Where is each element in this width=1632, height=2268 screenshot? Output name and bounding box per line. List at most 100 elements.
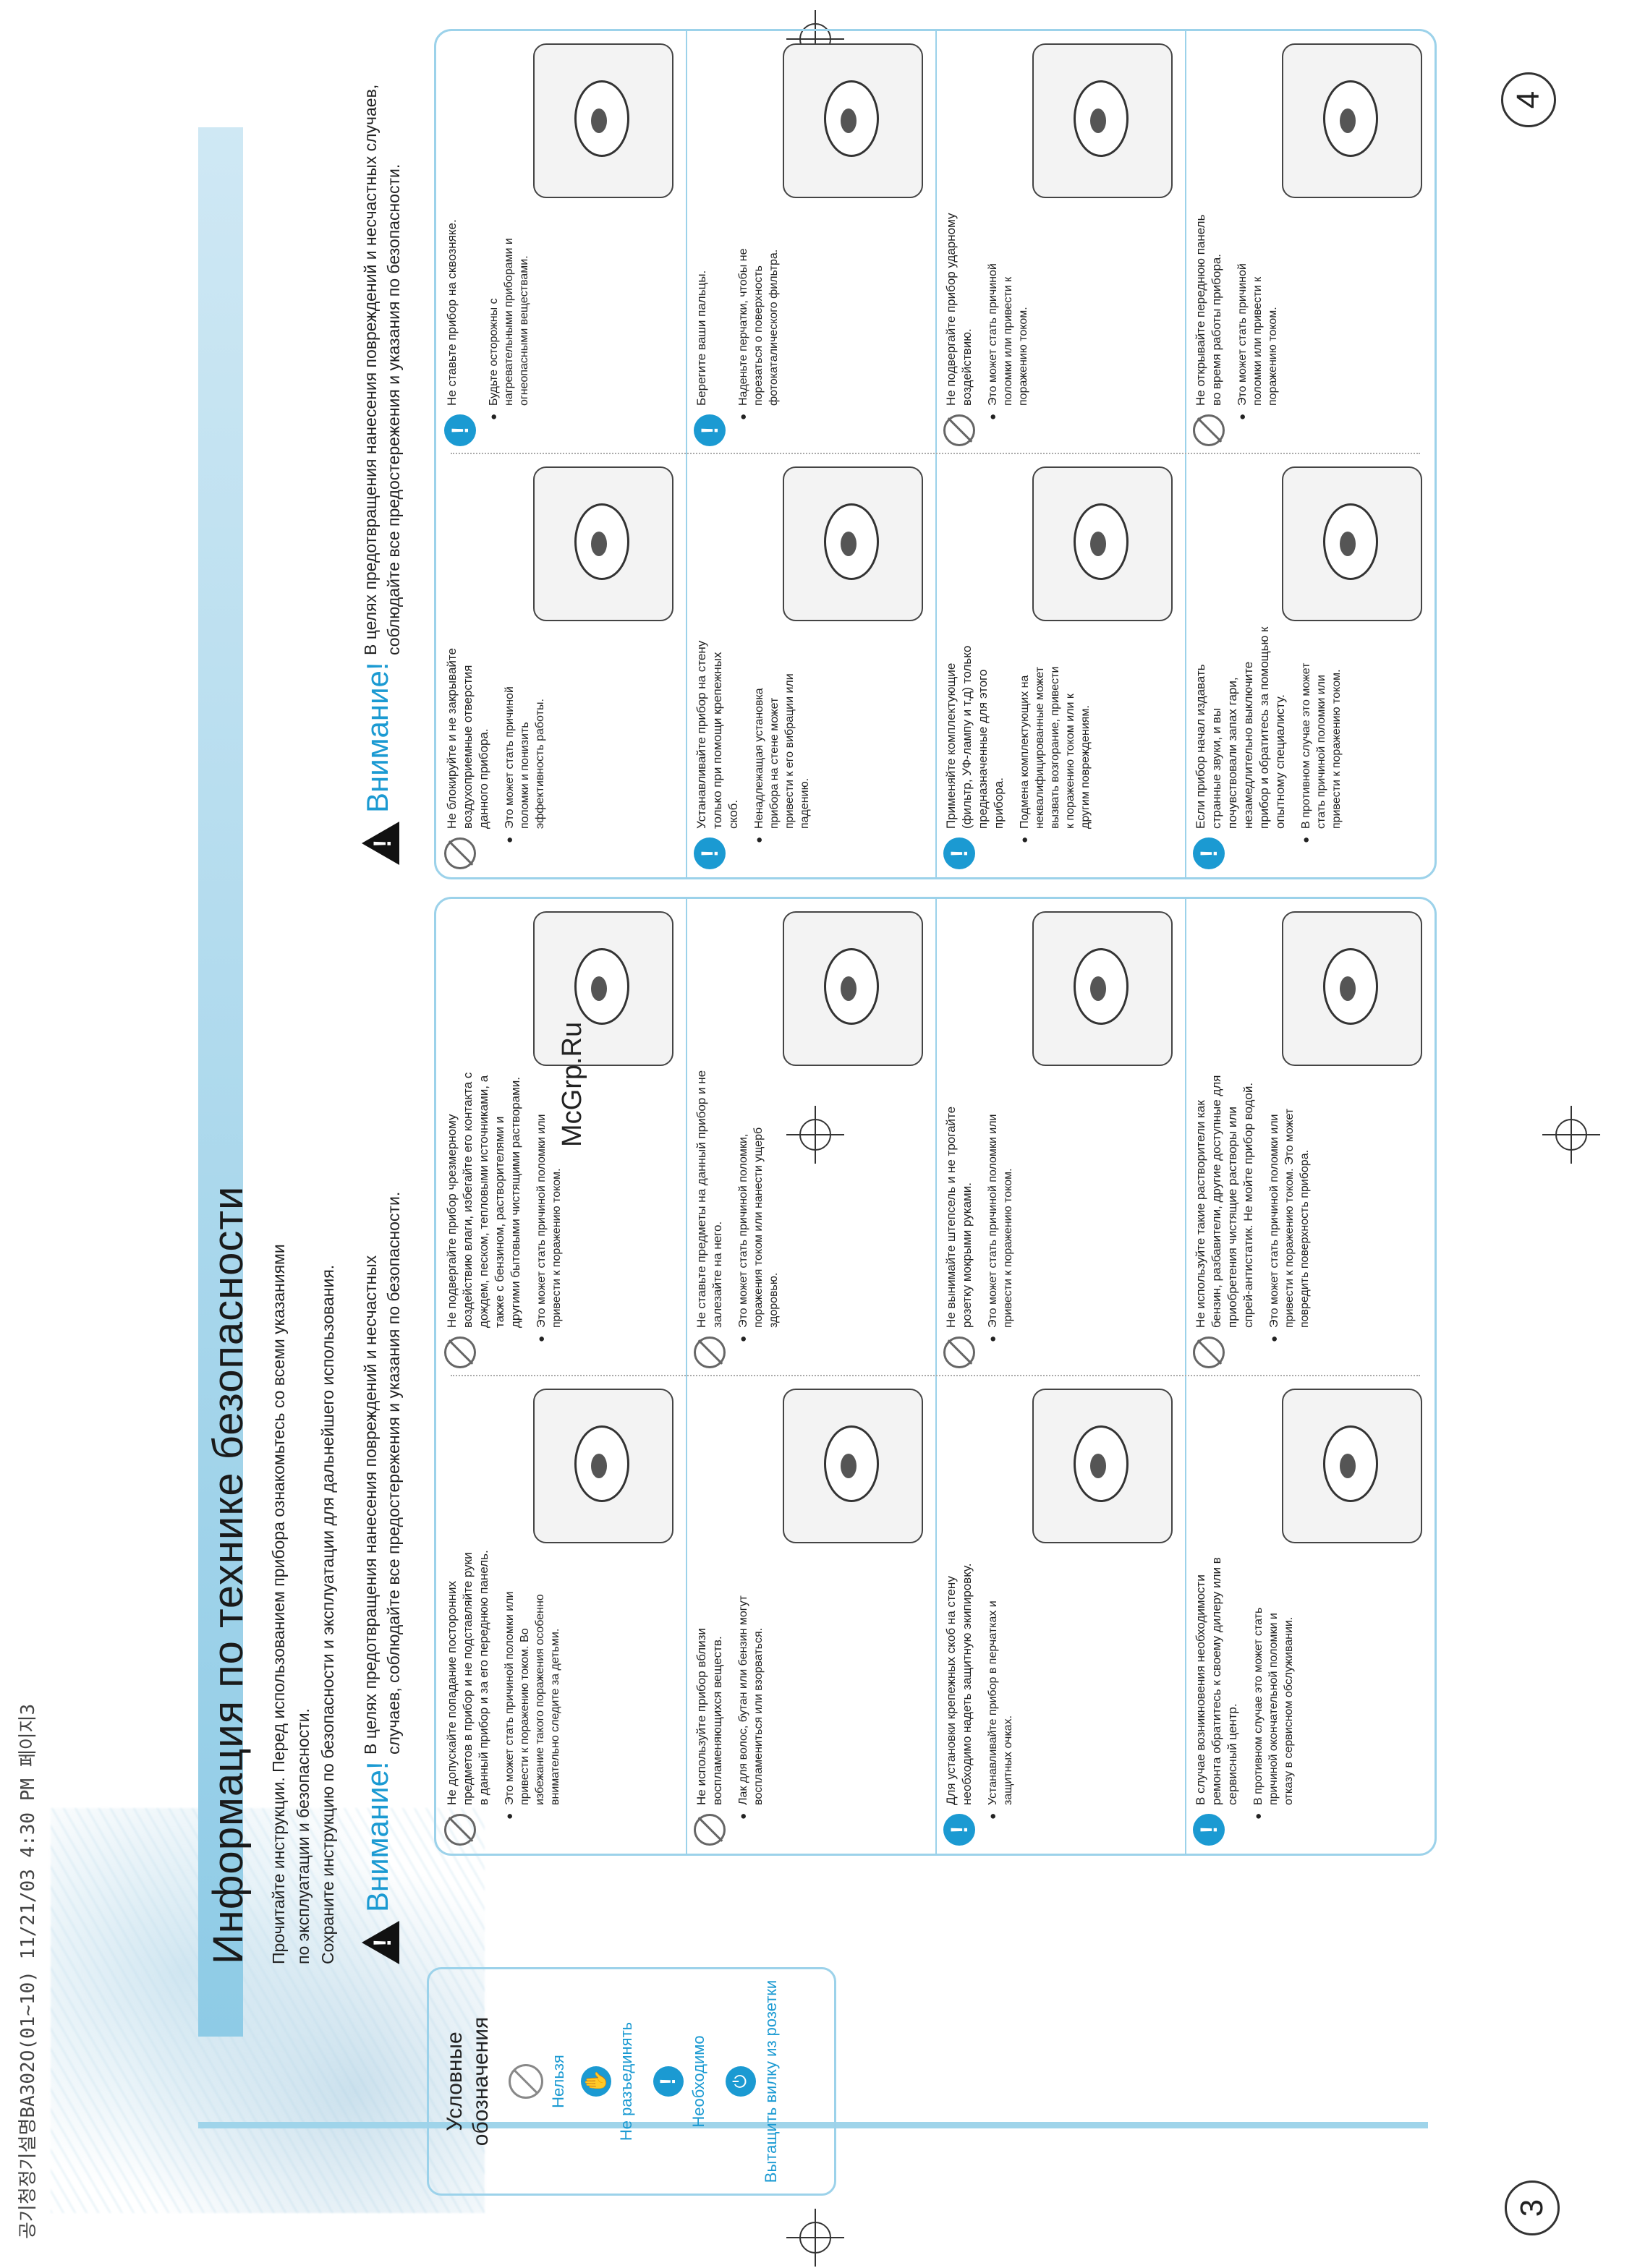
legend-item-prohibited: Нельзя <box>509 1977 568 2186</box>
legend-title: Условные обозначения <box>443 2016 493 2146</box>
warning-word: Внимание! <box>360 1761 394 1912</box>
cell-header: ! Не ставьте прибор на сквозняке. <box>444 43 476 446</box>
page-number-left: 3 <box>1505 2180 1560 2235</box>
safety-cell: Не используйте такие растворители как бе… <box>1183 901 1432 1378</box>
cell-header: Не открывайте переднюю панель во время р… <box>1193 43 1225 446</box>
print-header: 공기청정기설명BA302O(01~10) 11/21/03 4:30 PM 페이… <box>17 1703 39 2239</box>
required-icon: ! <box>1193 1814 1225 1846</box>
cell-body: Это может стать причиной поломки и пониз… <box>502 659 548 829</box>
cell-title: Не используйте прибор вблизи воспламеняю… <box>694 1628 724 1805</box>
safety-cell: ! Применяйте комплектующие (фильтр, УФ-ла… <box>933 456 1183 879</box>
required-icon: ! <box>1193 837 1225 869</box>
cell-body: Лак для волос, бутан или бензин могут во… <box>736 1581 766 1805</box>
watermark: McGrp.Ru <box>557 1021 587 1147</box>
cell-body: Это может стать причиной поломки или при… <box>1235 236 1280 406</box>
required-icon: ! <box>943 1814 975 1846</box>
cell-body: Это может стать причиной поломки или при… <box>985 236 1031 406</box>
warning-word: Внимание! <box>360 662 394 813</box>
cell-body: В противном случае это может стать причи… <box>1251 1581 1296 1805</box>
illustration-image <box>783 911 923 1066</box>
cell-header: ! Для установки крепежных скоб на стену н… <box>943 1389 975 1846</box>
title-banner-bar <box>198 127 243 2037</box>
safety-cell: Не допускайте попадание посторонних пред… <box>434 1378 684 1856</box>
required-icon: ! <box>943 837 975 869</box>
cell-body: Ненадлежащая установка прибора на стене … <box>752 659 812 829</box>
required-icon: ! <box>694 414 726 446</box>
prohibited-icon <box>694 1336 726 1368</box>
intro-text: Прочитайте инструкции. Перед использован… <box>269 1244 337 1964</box>
cell-header: Не ставьте предметы на данный прибор и н… <box>694 911 726 1368</box>
page-divider-line <box>198 2122 1428 2128</box>
safety-cell: Не блокируйте и не закрывайте воздухопри… <box>434 456 684 879</box>
cell-body: Устанавливайте прибор в перчатках и защи… <box>985 1581 1016 1805</box>
cell-body: Подмена комплектующих на неквалифицирова… <box>1017 659 1093 829</box>
prohibited-icon <box>1193 414 1225 446</box>
cell-title: Для установки крепежных скоб на стену не… <box>944 1563 974 1805</box>
safety-cell: ! Для установки крепежных скоб на стену н… <box>933 1378 1183 1856</box>
prohibited-icon <box>444 837 476 869</box>
safety-cell: Не подвергайте прибор ударному воздейств… <box>933 33 1183 456</box>
safety-cell: ! Устанавливайте прибор на стену только п… <box>684 456 933 879</box>
cell-header: Не блокируйте и не закрывайте воздухопри… <box>444 466 492 869</box>
prohibited-icon <box>444 1814 476 1846</box>
crop-mark <box>1555 1119 1587 1151</box>
warning-text: В целях предотвращения нанесения поврежд… <box>361 84 403 655</box>
cell-title: Не допускайте попадание посторонних пред… <box>445 1550 490 1805</box>
illustration-image <box>783 466 923 621</box>
cell-title: Не подвергайте прибор ударному воздейств… <box>944 213 974 406</box>
illustration-image <box>533 911 673 1066</box>
cell-header: ! В случае возникновения необходимости ре… <box>1193 1389 1241 1846</box>
illustration-image <box>1032 1389 1173 1543</box>
safety-cell: Не используйте прибор вблизи воспламеняю… <box>684 1378 933 1856</box>
cell-title: Берегите ваши пальцы. <box>694 270 708 406</box>
cell-body: Наденьте перчатки, чтобы не порезаться о… <box>736 236 781 406</box>
cell-header: Не подвергайте прибор ударному воздейств… <box>943 43 975 446</box>
warning-triangle-icon: ! <box>362 822 399 865</box>
required-icon: ! <box>444 414 476 446</box>
legend-box: Условные обозначения Нельзя ✋ Не разъеди… <box>427 1967 836 2196</box>
legend-item-required: ! Необходимо <box>653 1977 708 2186</box>
cell-header: ! Применяйте комплектующие (фильтр, УФ-ла… <box>943 466 1007 869</box>
illustration-image <box>533 466 673 621</box>
prohibited-icon <box>509 2064 543 2099</box>
illustration-image <box>1032 911 1173 1066</box>
cell-header: ! Устанавливайте прибор на стену только п… <box>694 466 741 869</box>
prohibited-icon <box>1193 1336 1225 1368</box>
cell-title: Применяйте комплектующие (фильтр, УФ-лам… <box>944 645 1006 829</box>
cell-title: В случае возникновения необходимости рем… <box>1194 1557 1239 1805</box>
illustration-image <box>1282 466 1422 621</box>
safety-cell: ! В случае возникновения необходимости ре… <box>1183 1378 1432 1856</box>
required-icon: ! <box>653 2066 684 2097</box>
cell-title: Не блокируйте и не закрывайте воздухопри… <box>445 648 490 829</box>
legend-item-disassemble: ✋ Не разъединять <box>581 1977 636 2186</box>
warning-triangle-icon: ! <box>362 1921 399 1964</box>
safety-cell: Не открывайте переднюю панель во время р… <box>1183 33 1432 456</box>
disassemble-icon: ✋ <box>581 2066 611 2097</box>
cell-title: Не ставьте прибор на сквозняке. <box>445 219 459 406</box>
cell-title: Устанавливайте прибор на стену только пр… <box>694 640 740 829</box>
warning-text: В целях предотвращения нанесения поврежд… <box>361 1191 403 1755</box>
illustration-image <box>1282 1389 1422 1543</box>
cell-body: В противном случае это может стать причи… <box>1299 659 1344 829</box>
cell-title: Не вынимайте штепсель и не трогайте розе… <box>944 1106 974 1328</box>
prohibited-icon <box>943 1336 975 1368</box>
cell-title: Не открывайте переднюю панель во время р… <box>1194 214 1223 406</box>
page-number-right: 4 <box>1501 72 1556 127</box>
illustration-image <box>1032 43 1173 198</box>
cell-header: Не подвергайте прибор чрезмерному воздей… <box>444 911 524 1368</box>
required-icon: ! <box>694 837 726 869</box>
prohibited-icon <box>943 414 975 446</box>
illustration-image <box>783 43 923 198</box>
cell-header: Не используйте прибор вблизи воспламеняю… <box>694 1389 726 1846</box>
cell-title: Не подвергайте прибор чрезмерному воздей… <box>445 1072 522 1328</box>
cell-body: Будьте осторожны с нагревательными прибо… <box>486 236 532 406</box>
prohibited-icon <box>444 1336 476 1368</box>
cell-header: Не допускайте попадание посторонних пред… <box>444 1389 492 1846</box>
cell-title: Не используйте такие растворители как бе… <box>1194 1075 1255 1328</box>
frost-decoration <box>51 1808 485 2213</box>
safety-cell: Не вынимайте штепсель и не трогайте розе… <box>933 901 1183 1378</box>
cell-title: Если прибор начал издавать странные звук… <box>1194 626 1287 829</box>
cell-header: Не вынимайте штепсель и не трогайте розе… <box>943 911 975 1368</box>
cell-header: Не используйте такие растворители как бе… <box>1193 911 1257 1368</box>
